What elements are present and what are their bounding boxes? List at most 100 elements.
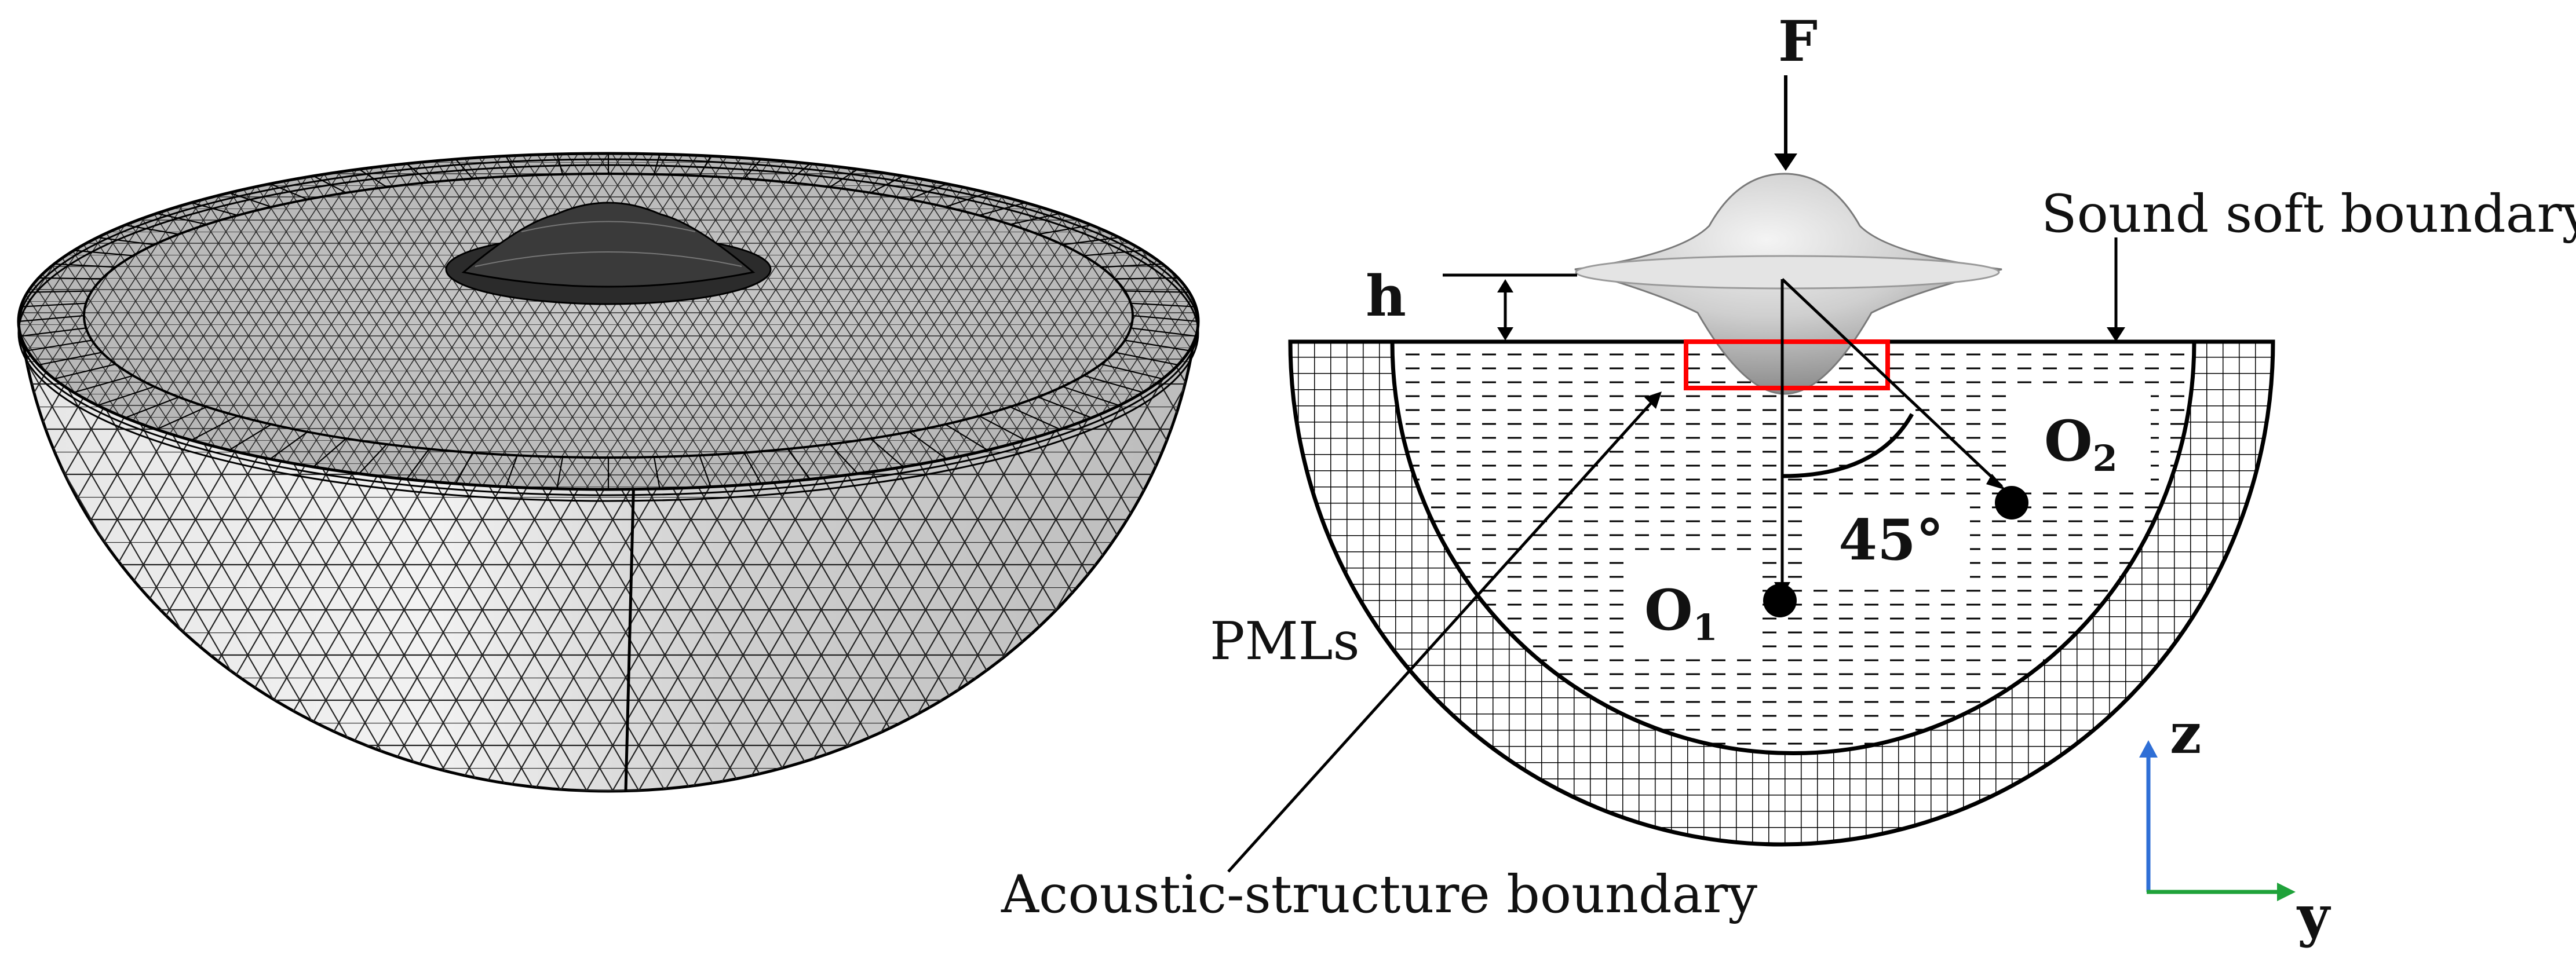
acoustic-structure-label: Acoustic-structure boundary [1001, 864, 1757, 925]
axis-y-label: y [2296, 883, 2331, 949]
ring-mesh-line [743, 452, 762, 484]
ring-mesh-line [1114, 352, 1178, 366]
ring-mesh-line [556, 456, 564, 489]
ring-mesh-line [1083, 250, 1143, 257]
ring-mesh-line [1101, 363, 1163, 380]
ring-mesh-line [54, 263, 116, 268]
ring-mesh-line [1130, 327, 1196, 337]
ring-mesh-line [1132, 314, 1199, 323]
ring-mesh-line [743, 159, 762, 180]
ring-mesh-line [125, 396, 180, 419]
ring-mesh-line [787, 448, 811, 480]
point-o1-subscript: 1 [1693, 606, 1718, 649]
ring-mesh-line [1038, 224, 1092, 235]
ring-mesh-line [556, 153, 564, 175]
ring-mesh-line [74, 250, 133, 257]
diagonal-measure-line [1781, 278, 2003, 488]
ring-mesh-line [125, 224, 179, 235]
ring-mesh-line [455, 159, 473, 180]
ring-mesh-line [455, 452, 473, 484]
force-arrow-head [1774, 153, 1797, 171]
acoustic-structure-leader [1227, 398, 1655, 873]
ring-mesh-line [699, 455, 711, 487]
ring-mesh-line [313, 175, 347, 193]
ring-mesh-line [829, 169, 858, 188]
shell-mesh-3d [445, 202, 772, 305]
axis-y-arrow [2277, 883, 2296, 901]
ring-mesh-line [1125, 339, 1190, 352]
ring-mesh-line [945, 192, 988, 208]
ring-mesh-line [1083, 375, 1143, 393]
ring-mesh-line [653, 456, 661, 489]
ring-mesh-line [27, 290, 92, 293]
ring-mesh-line [505, 455, 518, 487]
ring-mesh-line [945, 423, 988, 451]
point-o2-marker [1995, 486, 2028, 520]
ring-mesh-line [699, 155, 711, 177]
gap-arrow-up [1497, 279, 1513, 292]
ring-mesh-line [20, 327, 86, 337]
ring-mesh-line [18, 314, 85, 323]
ring-mesh-line [269, 183, 308, 200]
ring-mesh-line [1009, 406, 1061, 430]
point-o1-marker [1763, 584, 1797, 617]
point-o1-label: O1 [1644, 577, 1718, 649]
angle-label: 45° [1838, 507, 1944, 573]
ring-mesh-line [979, 202, 1026, 216]
gap-arrow-down [1497, 327, 1513, 341]
ring-mesh-line [829, 444, 859, 474]
point-o2-subscript: 2 [2093, 437, 2118, 480]
meshed-hemisphere-model [17, 152, 1200, 793]
ring-mesh-line [38, 277, 102, 280]
ring-mesh-line [1010, 213, 1061, 225]
ring-mesh-line [156, 406, 207, 430]
axis-z-arrow [2139, 740, 2158, 758]
gap-label: h [1366, 264, 1406, 329]
ring-mesh-line [870, 438, 904, 467]
angle-label-box [1812, 497, 1970, 583]
ring-mesh-line [27, 339, 92, 352]
ring-mesh-line [269, 431, 308, 460]
acoustic-structure-box [1684, 339, 1890, 390]
ring-mesh-line [406, 163, 430, 183]
ring-mesh-line [653, 153, 661, 175]
sound-soft-label: Sound soft boundary [2041, 184, 2576, 244]
ring-mesh-line [1062, 236, 1119, 246]
ring-mesh-line [229, 192, 272, 208]
ring-mesh-line [313, 438, 347, 467]
ring-mesh-line [54, 363, 116, 380]
angle-arc [1782, 413, 1914, 478]
ring-mesh-line [1062, 386, 1119, 407]
ring-mesh-line [870, 175, 904, 193]
pmls-label: PMLs [1210, 611, 1360, 672]
ring-mesh-line [20, 302, 86, 308]
ring-mesh-line [908, 431, 947, 460]
ring-mesh-line [358, 444, 388, 474]
ring-mesh-line [908, 183, 947, 200]
ring-mesh-line [359, 169, 388, 188]
ring-mesh-line [505, 155, 518, 177]
ring-mesh-line [979, 415, 1026, 441]
ring-mesh-line [38, 352, 103, 366]
ring-mesh-line [1130, 302, 1196, 308]
point-o2-label: O2 [2044, 408, 2118, 480]
axis-z-label: z [2170, 701, 2202, 766]
ring-mesh-line [229, 423, 272, 451]
ring-mesh-line [1115, 277, 1178, 280]
ring-mesh-line [97, 236, 155, 246]
force-label: F [1778, 9, 1818, 74]
ring-mesh-line [1037, 396, 1092, 419]
o2-label-box [2009, 394, 2151, 487]
ring-mesh-line [191, 415, 238, 441]
ring-mesh-line [74, 375, 134, 393]
ring-mesh-line [1125, 290, 1190, 293]
ring-mesh-line [97, 386, 155, 407]
ring-mesh-line [787, 163, 811, 183]
ring-mesh-line [1101, 263, 1163, 268]
ring-mesh-line [191, 202, 238, 216]
fluid-region [1390, 339, 2196, 755]
ring-mesh-line [406, 448, 430, 480]
ring-mesh-line [156, 213, 207, 225]
